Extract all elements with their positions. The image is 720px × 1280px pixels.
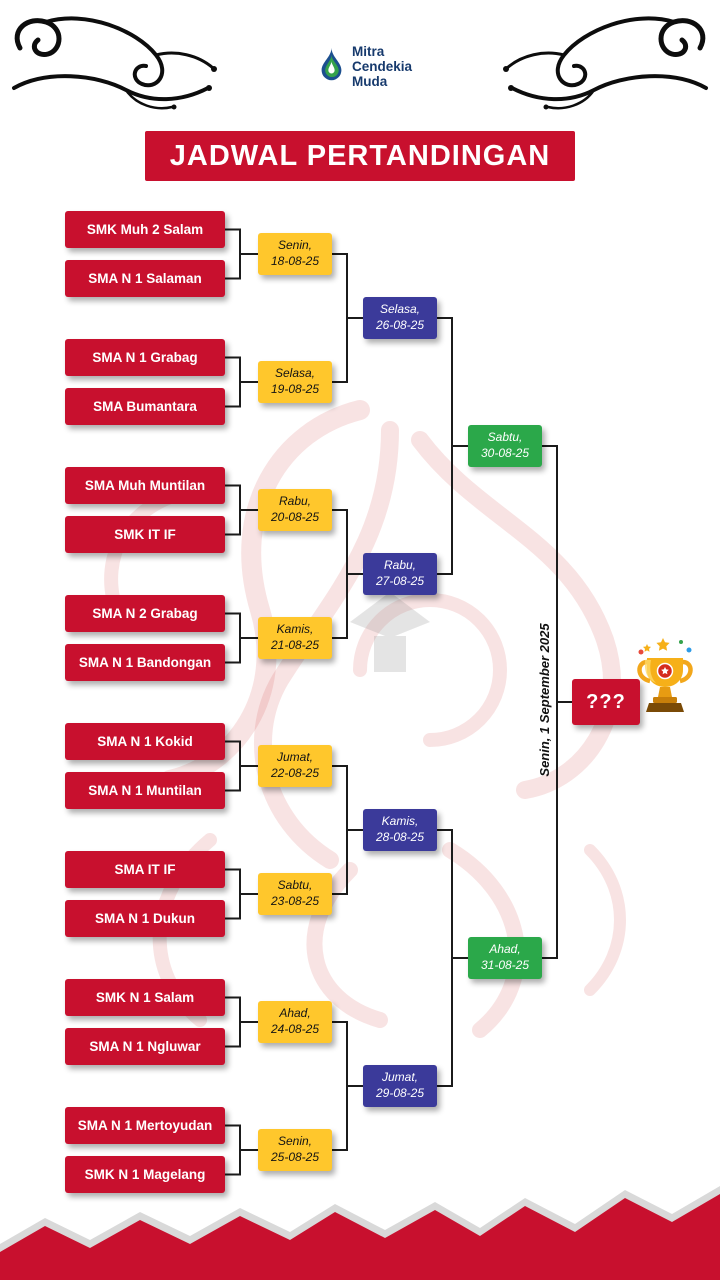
team-box-15: SMA N 1 Mertoyudan xyxy=(65,1107,225,1144)
logo-droplet-icon xyxy=(318,46,345,87)
match-date-r1-5: Jumat, 22-08-25 xyxy=(258,745,332,787)
match-date-r1-1: Senin, 18-08-25 xyxy=(258,233,332,275)
team-box-14: SMA N 1 Ngluwar xyxy=(65,1028,225,1065)
match-day: Selasa, xyxy=(274,366,316,381)
team-box-10: SMA N 1 Muntilan xyxy=(65,772,225,809)
logo-line-2: Cendekia xyxy=(352,59,413,75)
match-day: Jumat, xyxy=(381,1070,418,1085)
corner-flourish-left-icon xyxy=(6,10,221,120)
match-date: 28-08-25 xyxy=(375,830,425,844)
logo-line-3: Muda xyxy=(352,74,388,90)
match-day: Senin, xyxy=(277,238,313,253)
final-winner-box: ??? xyxy=(572,679,640,725)
team-box-9: SMA N 1 Kokid xyxy=(65,723,225,760)
team-box-13: SMK N 1 Salam xyxy=(65,979,225,1016)
team-box-11: SMA IT IF xyxy=(65,851,225,888)
team-box-2: SMA N 1 Salaman xyxy=(65,260,225,297)
team-box-5: SMA Muh Muntilan xyxy=(65,467,225,504)
match-date: 21-08-25 xyxy=(270,638,320,652)
match-day: Selasa, xyxy=(379,302,421,317)
match-date-r2-1: Selasa, 26-08-25 xyxy=(363,297,437,339)
match-day: Kamis, xyxy=(381,814,419,829)
match-date: 25-08-25 xyxy=(270,1150,320,1164)
team-box-7: SMA N 2 Grabag xyxy=(65,595,225,632)
match-date: 24-08-25 xyxy=(270,1022,320,1036)
match-date-r1-3: Rabu, 20-08-25 xyxy=(258,489,332,531)
match-date: 22-08-25 xyxy=(270,766,320,780)
team-box-1: SMK Muh 2 Salam xyxy=(65,211,225,248)
match-date: 29-08-25 xyxy=(375,1086,425,1100)
team-box-6: SMK IT IF xyxy=(65,516,225,553)
match-date: 30-08-25 xyxy=(480,446,530,460)
trophy-icon xyxy=(633,638,697,727)
page-title: JADWAL PERTANDINGAN xyxy=(145,131,575,181)
match-date-r1-7: Ahad, 24-08-25 xyxy=(258,1001,332,1043)
match-day: Ahad, xyxy=(489,942,521,957)
team-box-16: SMK N 1 Magelang xyxy=(65,1156,225,1193)
team-box-3: SMA N 1 Grabag xyxy=(65,339,225,376)
match-date: 18-08-25 xyxy=(270,254,320,268)
match-date-r1-8: Senin, 25-08-25 xyxy=(258,1129,332,1171)
match-date: 20-08-25 xyxy=(270,510,320,524)
match-date: 19-08-25 xyxy=(270,382,320,396)
corner-flourish-right-icon xyxy=(499,10,714,120)
match-date-r1-6: Sabtu, 23-08-25 xyxy=(258,873,332,915)
match-date-sf-1: Sabtu, 30-08-25 xyxy=(468,425,542,467)
match-day: Kamis, xyxy=(276,622,314,637)
match-date: 31-08-25 xyxy=(480,958,530,972)
match-date: 26-08-25 xyxy=(375,318,425,332)
match-date-sf-2: Ahad, 31-08-25 xyxy=(468,937,542,979)
match-date-r2-3: Kamis, 28-08-25 xyxy=(363,809,437,851)
team-box-8: SMA N 1 Bandongan xyxy=(65,644,225,681)
match-date-r2-4: Jumat, 29-08-25 xyxy=(363,1065,437,1107)
match-day: Sabtu, xyxy=(487,430,523,445)
match-day: Rabu, xyxy=(278,494,312,509)
match-date: 23-08-25 xyxy=(270,894,320,908)
match-day: Rabu, xyxy=(383,558,417,573)
match-day: Ahad, xyxy=(279,1006,311,1021)
match-day: Sabtu, xyxy=(277,878,313,893)
team-box-12: SMA N 1 Dukun xyxy=(65,900,225,937)
match-day: Jumat, xyxy=(276,750,313,765)
watermark-ornament xyxy=(104,400,626,1038)
match-date-r1-4: Kamis, 21-08-25 xyxy=(258,617,332,659)
match-day: Senin, xyxy=(277,1134,313,1149)
match-date-r2-2: Rabu, 27-08-25 xyxy=(363,553,437,595)
match-date: 27-08-25 xyxy=(375,574,425,588)
match-date-r1-2: Selasa, 19-08-25 xyxy=(258,361,332,403)
logo: Mitra Cendekia Muda xyxy=(318,44,412,89)
logo-text: Mitra Cendekia Muda xyxy=(352,44,412,89)
logo-line-1: Mitra xyxy=(352,44,385,59)
team-box-4: SMA Bumantara xyxy=(65,388,225,425)
